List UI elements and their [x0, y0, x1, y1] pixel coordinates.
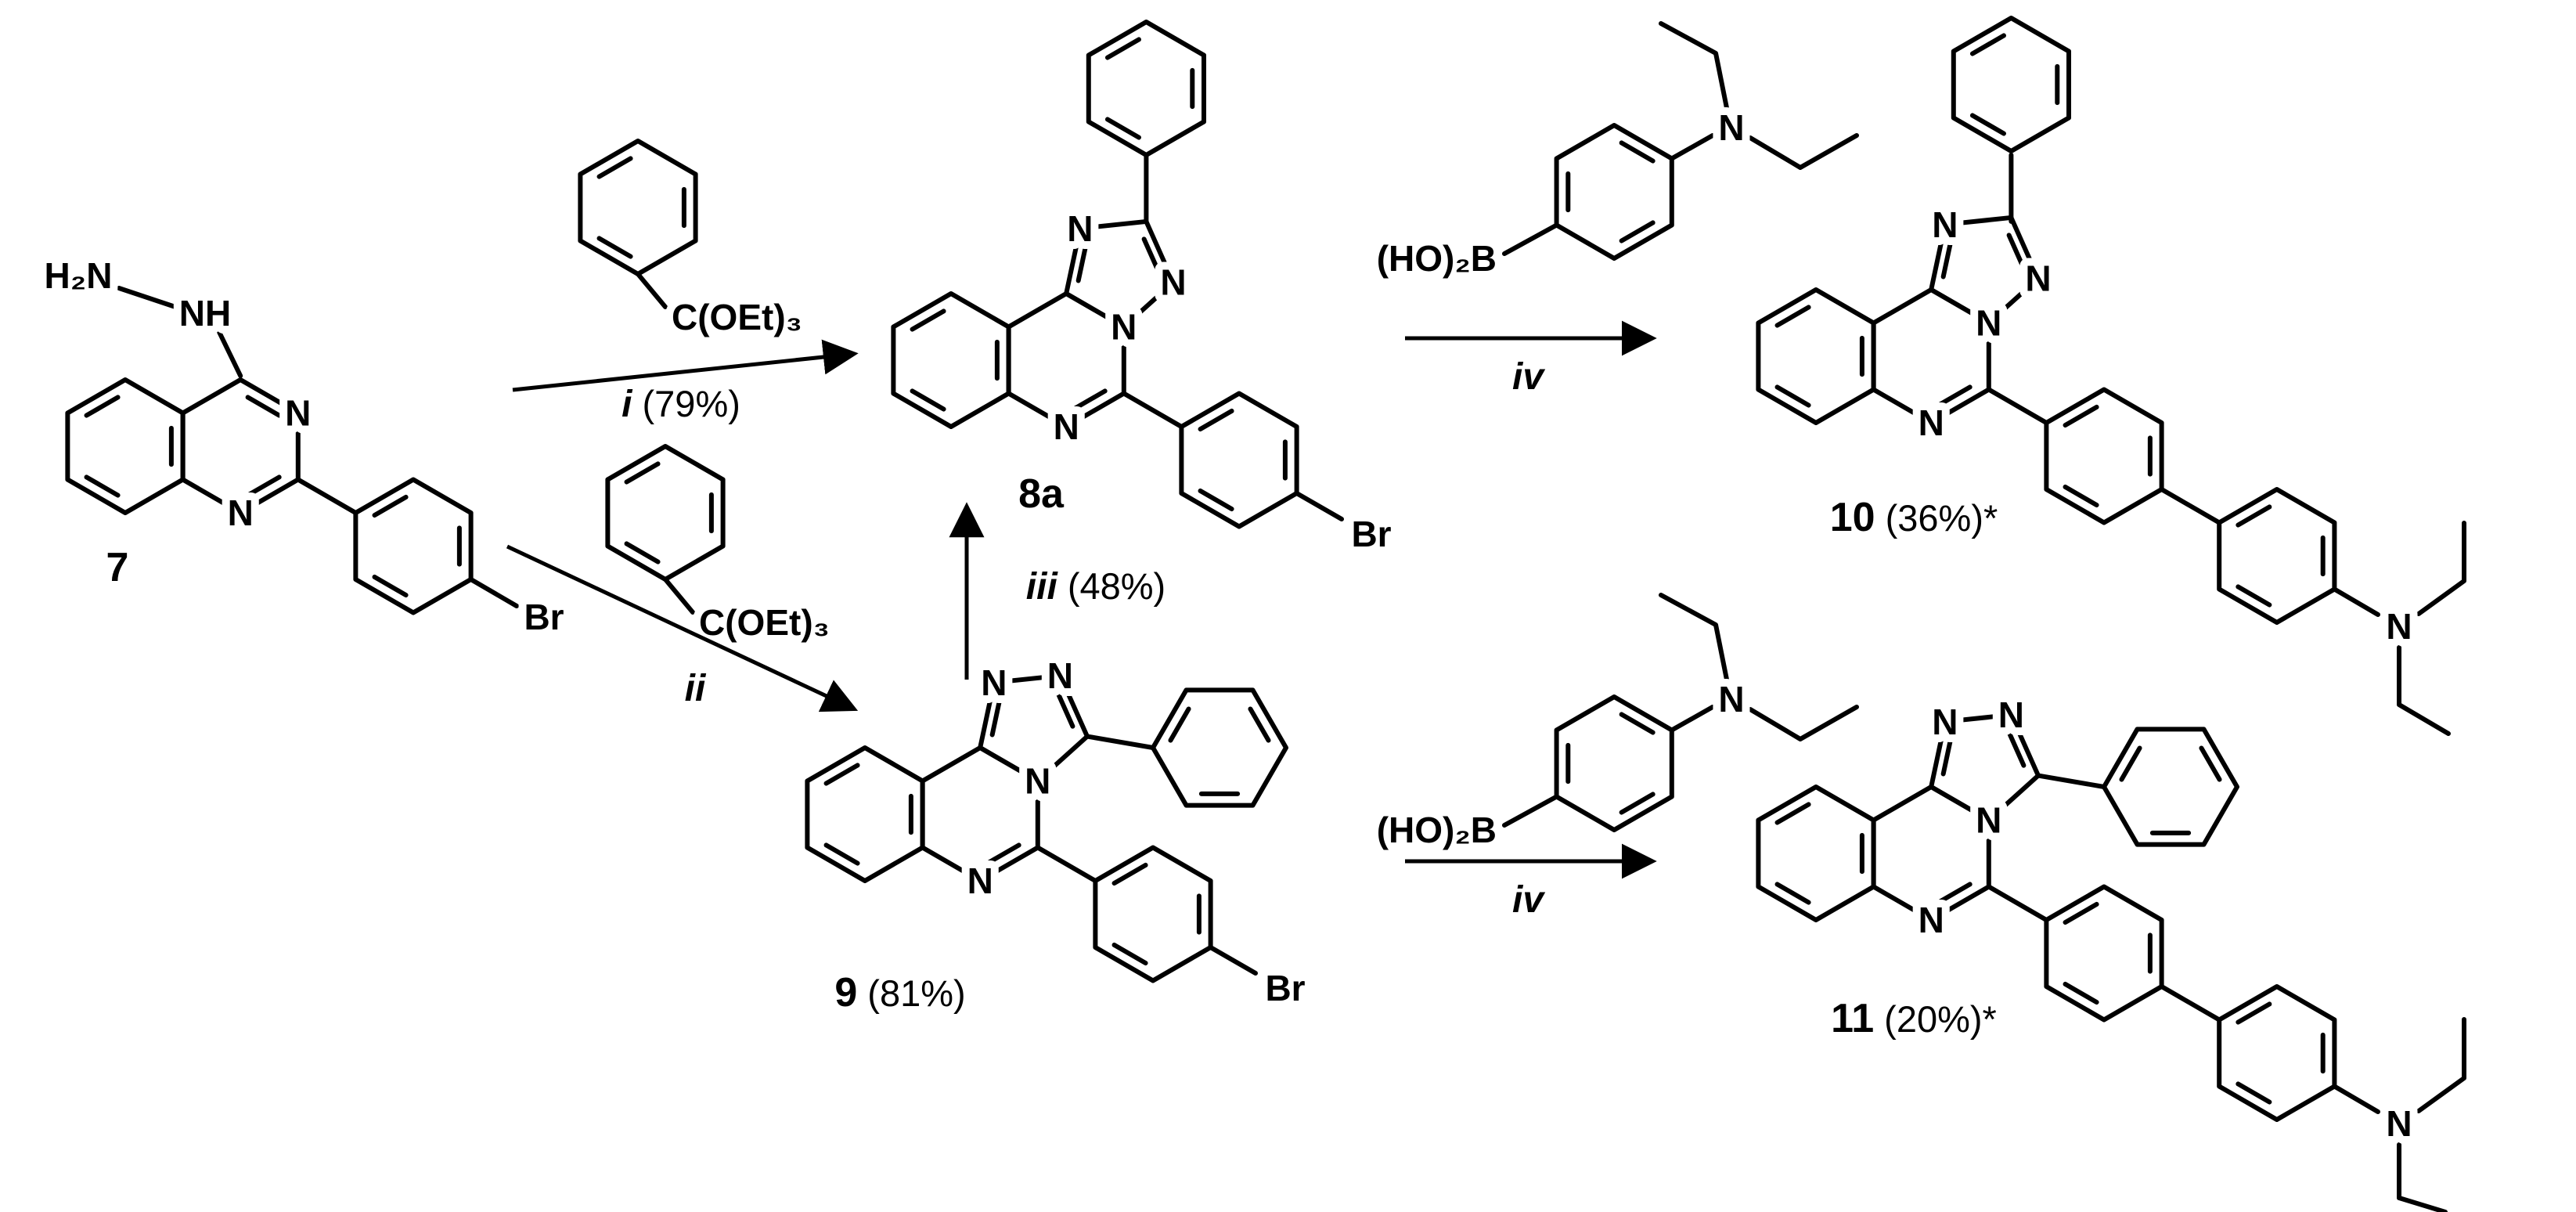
- biphenyl-ring-2: [2217, 487, 2337, 625]
- bromophenyl-ring: [1093, 845, 1213, 983]
- arrow-step-i: [512, 339, 859, 392]
- triazole-n-label: N: [981, 662, 1007, 703]
- reagent-boronic-acid-top: (HO)₂B N: [1369, 21, 1859, 287]
- reagent-orthoester-i: C(OEt)₃: [578, 139, 810, 345]
- bridgehead-n-label: N: [1976, 800, 2001, 841]
- benzo-ring: [805, 745, 925, 883]
- compound-11: N N N N N 11 (20%)*: [1756, 687, 2466, 1212]
- compound-11-number: 11 (20%)*: [1831, 996, 1997, 1041]
- ring-n-label: N: [1918, 402, 1944, 443]
- bridgehead-n-label: N: [1025, 761, 1050, 802]
- condition-i: i (79%): [621, 383, 740, 425]
- compound-9: N N N N Br 9 (81%): [805, 647, 1313, 1016]
- compound-8a-number: 8a: [1018, 471, 1065, 517]
- amine-n-label: N: [1718, 679, 1744, 720]
- boronic-acid-label: (HO)₂B: [1377, 810, 1497, 850]
- bridgehead-n-label: N: [1111, 307, 1137, 348]
- biphenyl-ring-1: [2044, 884, 2164, 1023]
- bromophenyl-ring: [353, 477, 474, 615]
- arrow-step-ii: [506, 544, 859, 712]
- bromophenyl-ring: [1179, 391, 1299, 529]
- triazole-ring: [1064, 218, 1176, 330]
- compound-10-number: 10 (36%)*: [1830, 495, 1998, 540]
- phenyl-ring: [578, 139, 698, 276]
- benzo-ring: [1756, 287, 1876, 425]
- ring-n-label: N: [1918, 900, 1944, 940]
- biphenyl-ring-1: [2044, 387, 2164, 525]
- phenyl-ring: [2102, 727, 2239, 847]
- ring-n-label: N: [1054, 406, 1079, 447]
- bonds: [1986, 153, 2466, 736]
- triazole-n-label: N: [2025, 258, 2051, 299]
- benzo-ring: [65, 377, 186, 515]
- bonds: [1121, 153, 1344, 521]
- triazole-n-label: N: [1160, 262, 1186, 303]
- amine-n-label: N: [1718, 107, 1744, 148]
- nh-label: NH: [179, 293, 231, 334]
- n1-label: N: [228, 492, 254, 533]
- phenyl-ring: [1951, 16, 2072, 153]
- triazole-ring: [978, 673, 1090, 784]
- triazole-n-label: N: [1047, 655, 1073, 696]
- bonds: [1502, 593, 1859, 828]
- phenyl-ring: [605, 444, 726, 582]
- reagent-boronic-acid-bottom: (HO)₂B N: [1369, 593, 1859, 858]
- condition-iii: iii (48%): [1026, 565, 1166, 608]
- bonds: [1502, 21, 1859, 256]
- triazole-n-label: N: [1932, 702, 1958, 742]
- amine-n-label: N: [2386, 606, 2412, 647]
- bonds: [1986, 773, 2466, 1212]
- bridgehead-n-label: N: [1976, 303, 2001, 344]
- orthoester-label: C(OEt)₃: [672, 297, 802, 337]
- condition-iv-bottom: iv: [1512, 879, 1545, 921]
- bonds: [117, 286, 519, 608]
- condition-ii: ii: [685, 668, 707, 709]
- compound-10: N N N N N 10 (36%)*: [1756, 16, 2466, 736]
- triazole-ring: [1929, 712, 2041, 823]
- triazole-n-label: N: [1067, 208, 1093, 249]
- amine-n-label: N: [2386, 1103, 2412, 1144]
- compound-7: H₂N NH N N Br 7: [37, 247, 572, 645]
- h2n-label: H₂N: [45, 255, 113, 296]
- compound-8a: N N N N Br 8a: [891, 20, 1400, 562]
- br-label: Br: [1351, 514, 1391, 554]
- phenylene-ring: [1554, 694, 1674, 832]
- br-label: Br: [1265, 968, 1305, 1008]
- reagent-orthoester-ii: C(OEt)₃: [605, 444, 838, 651]
- compound-9-number: 9 (81%): [834, 970, 965, 1015]
- phenyl-ring: [1086, 20, 1207, 157]
- benzo-ring: [1756, 785, 1876, 922]
- orthoester-label: C(OEt)₃: [699, 602, 830, 643]
- n3-label: N: [285, 393, 311, 434]
- triazole-n-label: N: [1998, 694, 2024, 735]
- phenylene-ring: [1554, 123, 1674, 261]
- bonds: [1035, 734, 1258, 976]
- br-label: Br: [524, 597, 564, 637]
- boronic-acid-label: (HO)₂B: [1377, 238, 1497, 279]
- benzo-ring: [891, 291, 1011, 429]
- phenyl-ring: [1151, 687, 1288, 808]
- condition-iv-top: iv: [1512, 356, 1545, 398]
- triazole-n-label: N: [1932, 204, 1958, 245]
- ring-n-label: N: [967, 860, 993, 901]
- compound-7-number: 7: [106, 545, 129, 590]
- triazole-ring: [1929, 215, 2041, 326]
- biphenyl-ring-2: [2217, 984, 2337, 1122]
